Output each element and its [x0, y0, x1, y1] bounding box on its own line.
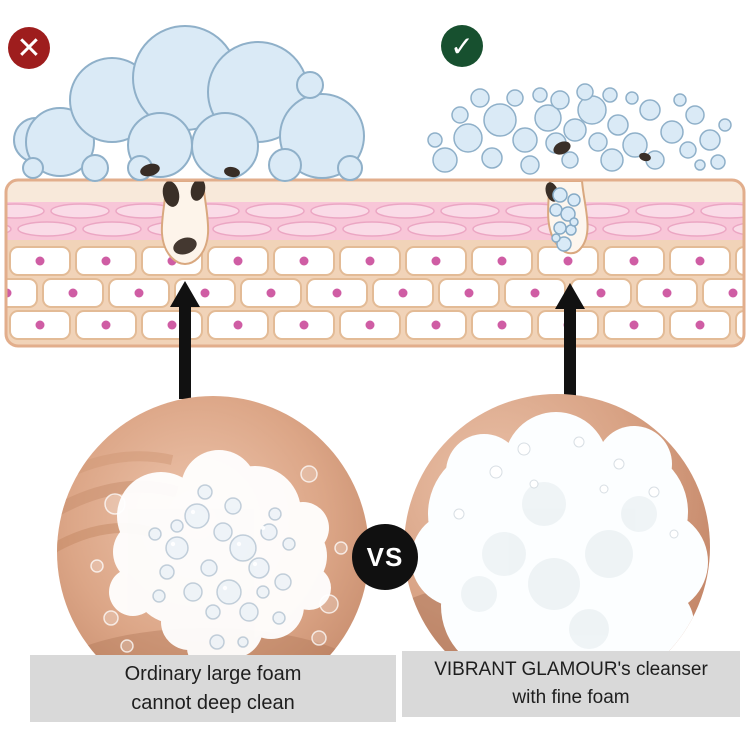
dirt-particles-left — [140, 163, 240, 178]
pore-cleaned — [545, 180, 589, 255]
large-foam-bubbles — [13, 25, 365, 182]
vs-label: VS — [366, 541, 404, 572]
skin-layers — [6, 180, 744, 346]
arrow-right — [555, 283, 585, 399]
fine-foam-shading — [461, 482, 657, 649]
caption-large-foam: Ordinary large foam cannot deep clean — [30, 655, 396, 722]
check-mark-icon: ✓ — [441, 25, 483, 67]
caption-line-1: VIBRANT GLAMOUR's cleanser — [434, 658, 708, 680]
epidermis-cell-rows — [6, 246, 744, 340]
arrow-left — [170, 281, 200, 399]
skin-cross-section-diagram — [4, 25, 746, 399]
caption-line-2: with fine foam — [512, 686, 630, 708]
caption-line-2: cannot deep clean — [131, 692, 295, 714]
foam-highlights — [170, 509, 266, 591]
vs-badge: VS — [352, 524, 418, 590]
x-mark-glyph: ✕ — [16, 30, 42, 66]
caption-line-1: Ordinary large foam — [124, 663, 302, 685]
dirt-particles-right — [553, 141, 651, 162]
caption-fine-foam: VIBRANT GLAMOUR's cleanser with fine foa… — [402, 651, 740, 717]
skin-outline — [4, 178, 746, 348]
stray-bubbles — [90, 465, 348, 653]
check-mark-glyph: ✓ — [450, 29, 474, 63]
pore-clogged — [160, 180, 210, 265]
x-mark-icon: ✕ — [8, 27, 50, 69]
fine-foam-texture — [453, 436, 679, 539]
large-foam-bubbles-texture — [148, 484, 296, 650]
fine-foam-bubbles — [427, 83, 732, 175]
